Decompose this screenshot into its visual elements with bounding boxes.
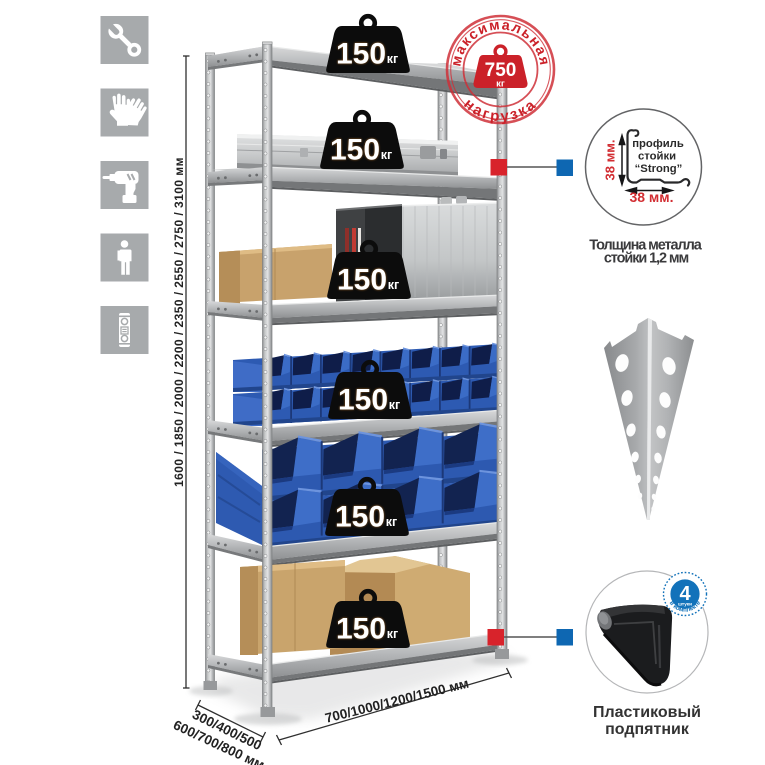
svg-text:кг: кг [388, 278, 399, 292]
svg-text:150: 150 [335, 501, 385, 534]
svg-text:1600 / 1850 / 2000 / 2200 / 23: 1600 / 1850 / 2000 / 2200 / 2350 / 2550 … [172, 157, 186, 487]
svg-text:стойки 1,2 мм: стойки 1,2 мм [604, 251, 689, 267]
svg-text:профиль: профиль [632, 138, 684, 150]
svg-text:150: 150 [338, 384, 388, 417]
svg-text:150: 150 [336, 38, 386, 71]
svg-text:кг: кг [387, 627, 398, 641]
svg-text:38 мм.: 38 мм. [629, 189, 673, 205]
svg-text:Толщина металла: Толщина металла [589, 238, 702, 254]
svg-text:кг: кг [389, 398, 400, 412]
svg-text:штуки: штуки [678, 602, 692, 607]
svg-text:150: 150 [330, 134, 380, 167]
svg-text:подпятник: подпятник [605, 721, 690, 738]
svg-text:кг: кг [386, 515, 397, 529]
svg-text:кг: кг [496, 79, 505, 90]
svg-text:кг: кг [381, 148, 392, 162]
svg-text:Пластиковый: Пластиковый [593, 704, 701, 721]
svg-text:4: 4 [679, 583, 691, 605]
svg-text:кг: кг [387, 52, 398, 66]
svg-text:750: 750 [485, 60, 517, 81]
svg-text:150: 150 [337, 264, 387, 297]
svg-text:“Strong”: “Strong” [635, 163, 683, 175]
svg-text:стойки: стойки [638, 151, 676, 163]
svg-text:38 мм.: 38 мм. [603, 140, 618, 181]
svg-text:150: 150 [336, 613, 386, 646]
